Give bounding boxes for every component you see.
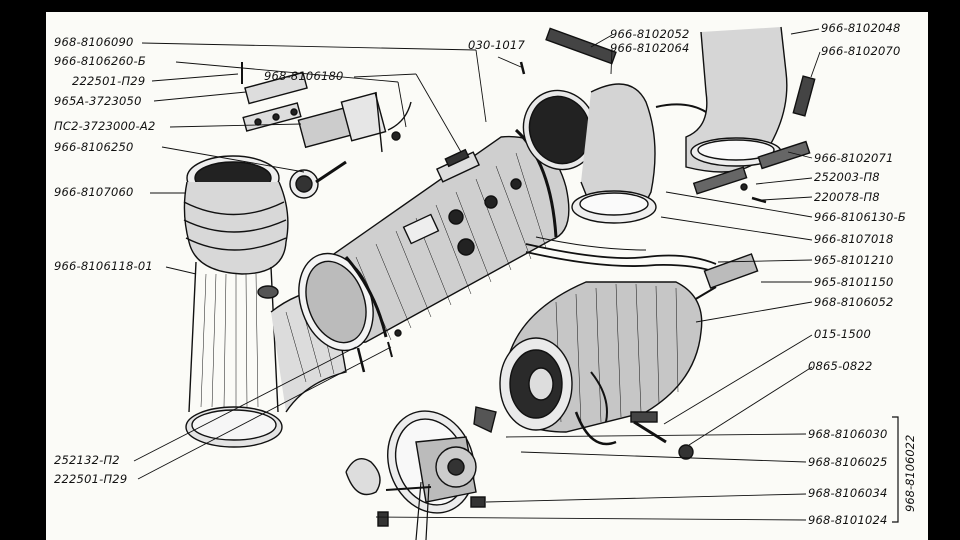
label-966-8106250: 966-8106250 [54, 140, 134, 154]
label-966-8102070: 966-8102070 [821, 44, 901, 58]
label-220078-p8: 220078-П8 [814, 190, 880, 204]
label-966-8102048: 966-8102048 [821, 21, 901, 35]
label-966-8106118-01: 966-8106118-01 [54, 259, 153, 273]
label-968-8106034: 968-8106034 [808, 486, 888, 500]
fuel-pump-assembly [241, 61, 526, 199]
label-ps2-3723000-a2: ПС2-3723000-А2 [54, 119, 156, 133]
outlet-elbow-assembly [522, 26, 816, 224]
fasteners [356, 329, 402, 373]
fan-motor-assembly [345, 406, 497, 540]
label-965a-3723050: 965А-3723050 [54, 94, 142, 108]
label-965-8101150: 965-8101150 [814, 275, 894, 289]
label-966-8107060: 966-8107060 [54, 185, 134, 199]
label-966-8102064: 966-8102064 [610, 41, 690, 55]
label-968-8106052: 968-8106052 [814, 295, 894, 309]
group-label-968-8106022: 968-8106022 [903, 434, 917, 512]
label-015-1500: 015-1500 [814, 327, 871, 341]
label-222501-p29-bottom: 222501-П29 [54, 472, 128, 486]
wiring-harness [525, 236, 759, 301]
label-252003-p8: 252003-П8 [814, 170, 880, 184]
label-968-8101024: 968-8101024 [808, 513, 888, 527]
label-968-8106025: 968-8106025 [808, 455, 888, 469]
label-030-1017: 030-1017 [468, 38, 525, 52]
diagram-sheet: 968-8106090 966-8106260-Б 222501-П29 965… [46, 12, 928, 540]
leader-lines [133, 28, 821, 521]
label-966-8107018: 966-8107018 [814, 232, 894, 246]
label-0865-0822: 0865-0822 [808, 359, 873, 373]
label-966-8102071: 966-8102071 [814, 151, 894, 165]
label-966-8106130-b: 966-8106130-Б [814, 210, 906, 224]
label-968-8106180: 968-8106180 [264, 69, 344, 83]
label-965-8101210: 965-8101210 [814, 253, 894, 267]
label-968-8106030: 968-8106030 [808, 427, 888, 441]
heater-exploded-drawing [133, 26, 899, 540]
label-968-8106090: 968-8106090 [54, 35, 134, 49]
combustion-chamber [499, 281, 703, 460]
label-966-8106260-b: 966-8106260-Б [54, 54, 146, 68]
label-252132-p2: 252132-П2 [54, 453, 120, 467]
label-222501-p29-top: 222501-П29 [72, 74, 146, 88]
label-966-8102052: 966-8102052 [610, 27, 690, 41]
group-bracket [892, 416, 899, 523]
